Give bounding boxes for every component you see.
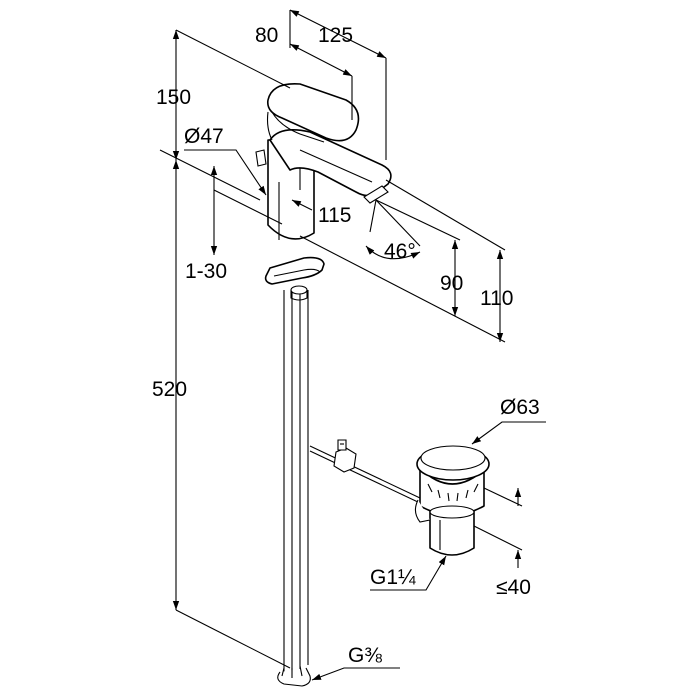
supply-hoses — [277, 290, 311, 687]
pop-up-rod — [309, 439, 421, 504]
dim-115-label: 115 — [318, 204, 351, 227]
dim-diameter-47-label: Ø47 — [184, 125, 224, 148]
dim-520-label: 520 — [152, 378, 187, 401]
dim-1-30-label: 1-30 — [185, 260, 227, 283]
faucet-spout — [269, 129, 392, 204]
dimension-lines — [159, 9, 546, 681]
dim-diameter-63-label: Ø63 — [500, 396, 540, 419]
faucet — [255, 83, 392, 687]
dim-90-label: 90 — [440, 272, 463, 295]
mounting-plate — [264, 256, 325, 301]
dim-125-label: 125 — [318, 24, 353, 47]
dim-g3-8-label: G⅜ — [348, 644, 382, 667]
dimension-labels: 80 125 150 Ø47 115 1-30 46° 90 110 520 Ø… — [152, 24, 540, 667]
waste-body — [414, 468, 485, 556]
faucet-handle — [266, 83, 360, 143]
waste-plug-head — [416, 445, 490, 502]
dim-80-label: 80 — [255, 24, 278, 47]
dim-angle-46-label: 46° — [384, 240, 416, 263]
pop-up-waste — [309, 439, 490, 556]
dim-g1-quarter-label: G1¼ — [370, 566, 416, 589]
dim-150-label: 150 — [156, 86, 191, 109]
dim-max-40-label: ≤40 — [496, 576, 531, 599]
dim-110-label: 110 — [480, 287, 513, 310]
